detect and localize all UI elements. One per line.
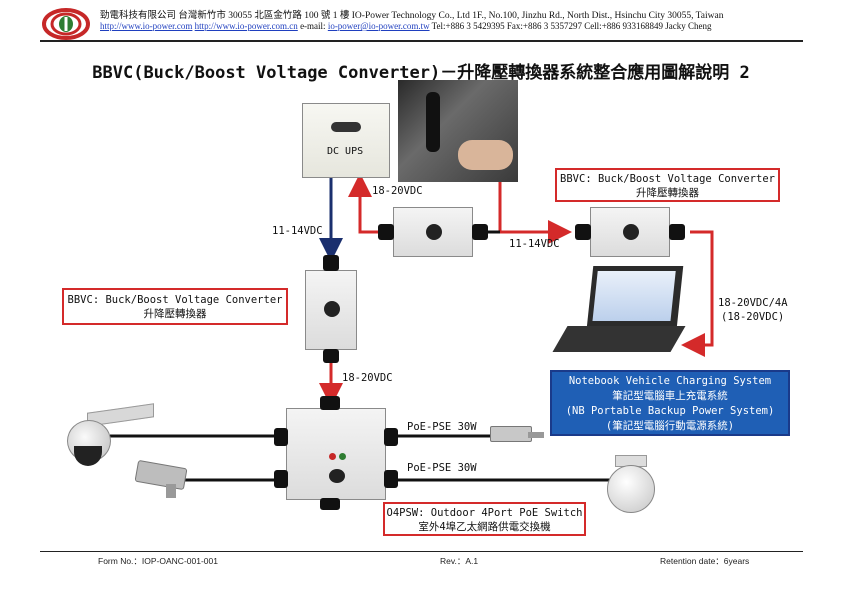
- label-18-20vdc-switch: 18-20VDC: [342, 372, 393, 384]
- notebook-system-subtitle: (NB Portable Backup Power System): [565, 405, 775, 417]
- label-18-20vdc-top: 18-20VDC: [372, 185, 423, 197]
- converter-to-notebook-line: [681, 230, 714, 357]
- notebook-system-box: Notebook Vehicle Charging System 筆記型電腦車上…: [550, 370, 790, 436]
- notebook-system-title-zh: 筆記型電腦車上充電系統: [612, 390, 728, 402]
- cable-gland-icon: [384, 428, 398, 446]
- cable-gland-icon: [320, 396, 340, 410]
- contact-numbers: Tel:+886 3 5429395 Fax:+886 3 5357297 Ce…: [431, 21, 712, 31]
- ptz-dome-camera-left: [62, 402, 157, 474]
- cable-gland-icon: [575, 224, 591, 240]
- label-poe-2: PoE-PSE 30W: [407, 462, 477, 474]
- footer-form-number: Form No.：IOP-OANC-001-001: [98, 556, 218, 566]
- website-link-1[interactable]: http://www.io-power.com: [100, 21, 193, 31]
- cable-gland-icon: [384, 470, 398, 488]
- car-interior-photo: [398, 80, 518, 182]
- dc-ups-device: DC UPS: [302, 103, 390, 178]
- header-divider: [40, 40, 803, 42]
- bbvc-converter-middle: [393, 207, 473, 257]
- converter-to-ups-line: [348, 173, 380, 234]
- cable-gland-icon: [323, 255, 339, 271]
- cable-gland-icon: [323, 349, 339, 363]
- cable-gland-icon: [378, 224, 394, 240]
- website-link-2[interactable]: http://www.io-power.com.cn: [194, 21, 298, 31]
- company-contact-line: http://www.io-power.com http://www.io-po…: [100, 21, 712, 31]
- switch-label-box: O4PSW: Outdoor 4Port PoE Switch 室外4埠乙太網路…: [383, 502, 586, 536]
- label-poe-1: PoE-PSE 30W: [407, 421, 477, 433]
- converter-logo-icon: [623, 224, 639, 240]
- bullet-camera-left: [132, 459, 200, 500]
- converter-logo-icon: [324, 301, 340, 317]
- bbvc-right-title: BBVC: Buck/Boost Voltage Converter: [560, 173, 775, 185]
- label-notebook-voltage: 18-20VDC/4A: [718, 297, 788, 309]
- company-address: 勁電科技有限公司 台灣新竹市 30055 北區金竹路 100 號 1 樓 IO-…: [100, 11, 724, 21]
- notebook-system-title: Notebook Vehicle Charging System: [568, 375, 772, 387]
- bbvc-left-subtitle: 升降壓轉換器: [143, 308, 207, 320]
- notebook-computer: [552, 266, 690, 358]
- bullet-camera-right: [490, 424, 545, 448]
- data-led-icon: [339, 453, 346, 460]
- cable-gland-icon: [274, 428, 288, 446]
- car-to-converter-line: [498, 180, 572, 244]
- bbvc-converter-right: [590, 207, 670, 257]
- poe-switch: [286, 408, 386, 500]
- cable-gland-icon: [274, 470, 288, 488]
- cable-gland-icon: [472, 224, 488, 240]
- page-title: BBVC(Buck/Boost Voltage Converter)－升降壓轉換…: [92, 63, 750, 83]
- footer-revision: Rev.：A.1: [440, 556, 479, 566]
- bbvc-right-subtitle: 升降壓轉換器: [636, 187, 699, 199]
- bbvc-right-label-box: BBVC: Buck/Boost Voltage Converter 升降壓轉換…: [555, 168, 780, 202]
- notebook-screen: [586, 266, 684, 328]
- notebook-base: [552, 326, 686, 352]
- ptz-dome-camera-right: [605, 455, 655, 517]
- converter-logo-icon: [426, 224, 442, 240]
- switch-logo-icon: [329, 469, 345, 483]
- label-11-14vdc-mid: 11-14VDC: [509, 238, 560, 250]
- cable-gland-icon: [669, 224, 685, 240]
- notebook-system-subtitle-zh: (筆記型電腦行動電源系統): [605, 420, 735, 432]
- io-power-logo-icon: [331, 122, 361, 132]
- footer-retention: Retention date：6years: [660, 556, 750, 566]
- email-link[interactable]: io-power@io-power.com.tw: [327, 21, 430, 31]
- bbvc-converter-left: [305, 270, 357, 350]
- footer-divider: [40, 551, 803, 552]
- power-led-icon: [329, 453, 336, 460]
- bbvc-left-title: BBVC: Buck/Boost Voltage Converter: [67, 294, 283, 306]
- cable-gland-icon: [320, 498, 340, 510]
- email-label: e-mail:: [300, 21, 326, 31]
- gear-shift-icon: [426, 92, 440, 152]
- company-logo: [42, 8, 90, 40]
- label-notebook-voltage-paren: (18-20VDC): [721, 311, 785, 323]
- dc-ups-label: DC UPS: [327, 146, 364, 157]
- hand-icon: [458, 140, 513, 170]
- switch-title: O4PSW: Outdoor 4Port PoE Switch: [386, 507, 583, 519]
- switch-subtitle: 室外4埠乙太網路供電交換機: [418, 521, 551, 533]
- bbvc-left-label-box: BBVC: Buck/Boost Voltage Converter 升降壓轉換…: [62, 288, 288, 325]
- label-11-14vdc-left: 11-14VDC: [272, 225, 323, 237]
